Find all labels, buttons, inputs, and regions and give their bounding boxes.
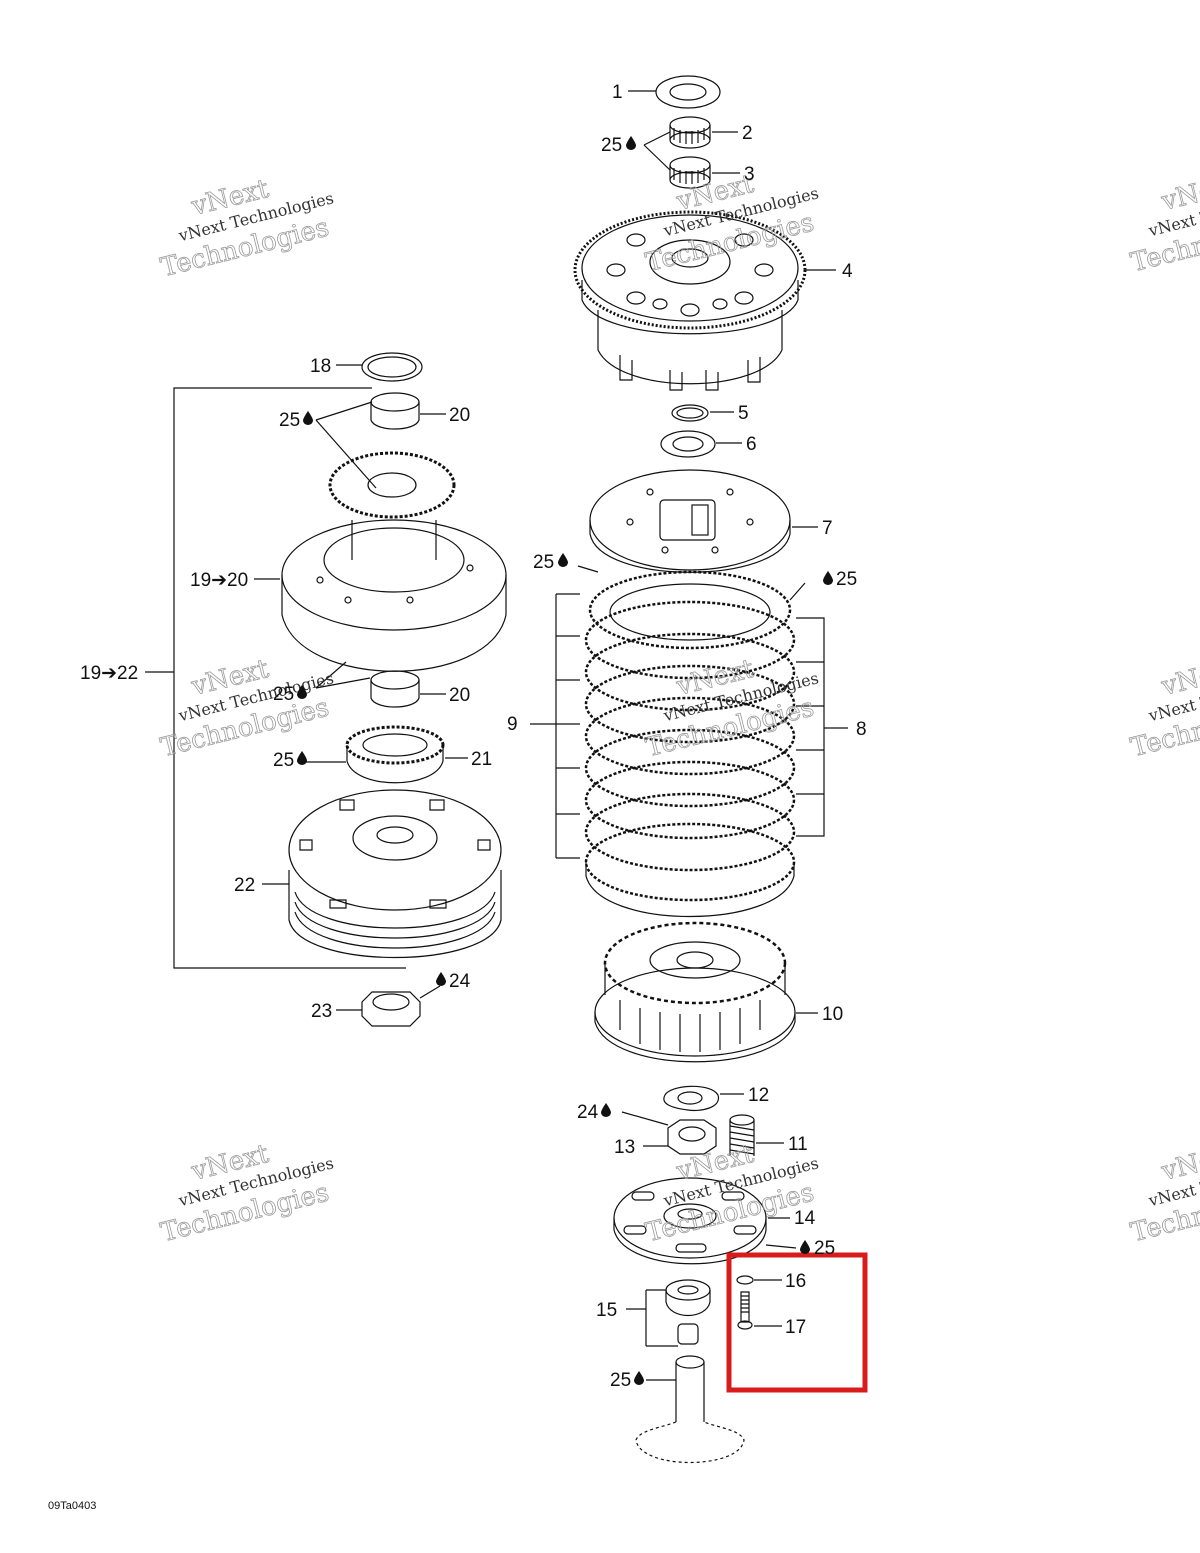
callout-25: 25 <box>601 135 622 156</box>
part-23-nut <box>336 985 441 1027</box>
callout-14: 14 <box>794 1208 816 1229</box>
oil-drop-icon <box>436 972 446 986</box>
part-2-needle-bearing <box>669 116 738 149</box>
callout-12: 12 <box>748 1085 769 1106</box>
callout-25: 25 <box>836 569 857 590</box>
callout-4: 4 <box>842 261 853 282</box>
oil-drop-icon <box>626 136 636 150</box>
part-8-9-clutch-plates <box>530 565 848 918</box>
callout-18: 18 <box>310 356 331 377</box>
part-1-washer <box>628 75 721 109</box>
part-6-washer <box>660 430 742 458</box>
callout-25: 25 <box>273 684 294 705</box>
oil-drop-icon <box>558 553 568 567</box>
part-20-bushing-lower <box>315 661 446 708</box>
bracket-19-22 <box>145 387 406 969</box>
part-19-20-gear-drum <box>254 451 507 672</box>
part-17-screw <box>737 1291 782 1330</box>
callout-19-20: 19➔20 <box>190 570 248 591</box>
part-14-spring-plate <box>613 1177 797 1265</box>
callout-10: 10 <box>822 1004 843 1025</box>
callout-16: 16 <box>785 1271 806 1292</box>
oil-drop-icon <box>800 1240 810 1254</box>
callout-25: 25 <box>814 1238 835 1259</box>
oil-drop-icon <box>823 571 833 585</box>
callout-25: 25 <box>279 410 300 431</box>
part-10-clutch-hub <box>594 921 818 1063</box>
part-15-bearing <box>626 1279 711 1347</box>
drawing-code: 09Ta0403 <box>48 1500 97 1512</box>
part-11-spring <box>729 1114 784 1156</box>
callout-20: 20 <box>449 685 470 706</box>
part-21-sprag-clutch <box>300 725 468 784</box>
callout-17: 17 <box>785 1317 806 1338</box>
oil-drop-icon <box>297 751 307 765</box>
callout-6: 6 <box>746 434 757 455</box>
callout-23: 23 <box>311 1001 332 1022</box>
callout-21: 21 <box>471 749 492 770</box>
callout-13: 13 <box>614 1137 635 1158</box>
oil-drop-icon <box>303 411 313 425</box>
callout-1: 1 <box>612 82 623 103</box>
part-18-o-ring <box>336 352 423 382</box>
callout-labels: 1 2 25 3 4 5 6 7 25 25 8 9 10 12 24 13 1… <box>80 82 867 1391</box>
callout-11: 11 <box>788 1134 808 1155</box>
part-22-outer-hub <box>262 789 502 959</box>
callout-2: 2 <box>742 123 753 144</box>
highlight-box <box>726 1252 868 1393</box>
callout-20: 20 <box>449 405 470 426</box>
callout-25: 25 <box>273 750 294 771</box>
part-13-nut <box>621 1111 717 1155</box>
oil-drop-icon <box>634 1371 644 1385</box>
part-4-clutch-housing <box>573 210 836 391</box>
oil-drop-icon <box>601 1103 611 1117</box>
callout-19-22: 19➔22 <box>80 663 138 684</box>
callout-8: 8 <box>856 719 867 740</box>
callout-5: 5 <box>738 403 749 424</box>
part-20-bushing-upper <box>315 392 446 489</box>
pushrod <box>635 1355 745 1463</box>
callout-9: 9 <box>507 714 518 735</box>
callout-3: 3 <box>744 164 755 185</box>
callout-25: 25 <box>533 552 554 573</box>
part-5-o-ring <box>671 404 734 422</box>
callout-24: 24 <box>449 971 471 992</box>
part-7-pressure-plate <box>589 469 818 573</box>
callout-24: 24 <box>577 1102 599 1123</box>
part-16-washer <box>736 1275 782 1285</box>
callout-25: 25 <box>610 1370 631 1391</box>
part-3-needle-bearing <box>643 131 740 189</box>
callout-7: 7 <box>822 518 833 539</box>
part-12-lock-washer <box>663 1085 744 1112</box>
callout-15: 15 <box>596 1300 617 1321</box>
callout-22: 22 <box>234 875 255 896</box>
watermark-group: vNext vNext Technologies Technologies vN… <box>157 168 1200 1248</box>
